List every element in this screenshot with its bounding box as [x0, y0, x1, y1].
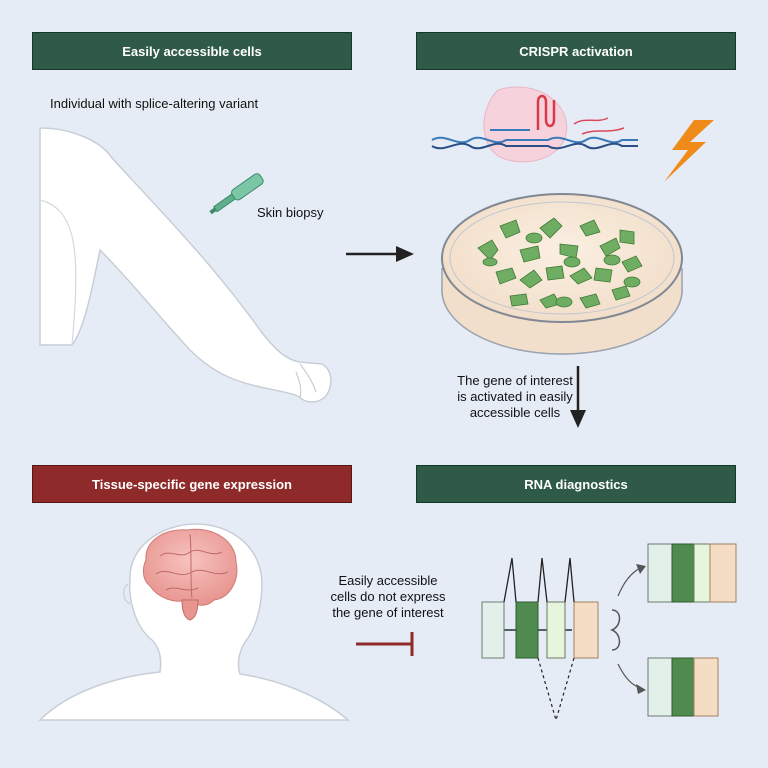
- crispr-dna-illustration: [431, 86, 638, 163]
- banner-crispr-activation: CRISPR activation: [416, 32, 736, 70]
- banner-tissue-specific-expression: Tissue-specific gene expression: [32, 465, 352, 503]
- banner-easily-accessible-cells: Easily accessible cells: [32, 32, 352, 70]
- exon-1: [481, 601, 505, 659]
- arm-illustration: [39, 127, 332, 403]
- inhibition-symbol: [356, 632, 414, 656]
- no-express-line-3: the gene of interest: [332, 605, 444, 620]
- exon-4: [573, 601, 599, 659]
- gene-activated-label: The gene of interest is activated in eas…: [420, 373, 610, 421]
- transcript-full: [647, 543, 737, 603]
- no-express-label: Easily accessible cells do not express t…: [318, 573, 458, 621]
- no-express-line-2: cells do not express: [330, 589, 446, 604]
- banner-rna-diagnostics: RNA diagnostics: [416, 465, 736, 503]
- gene-activated-line-3: accessible cells: [469, 405, 561, 420]
- gene-activated-line-1: The gene of interest: [457, 373, 573, 388]
- no-express-line-1: Easily accessible: [338, 573, 438, 588]
- right-arrow: [346, 246, 414, 262]
- petri-dish: [441, 193, 683, 355]
- exon-3: [546, 601, 566, 659]
- brain-icon: [142, 528, 238, 621]
- skin-biopsy-label: Skin biopsy: [257, 205, 324, 220]
- down-arrow: [570, 366, 586, 428]
- exon-2: [515, 601, 539, 659]
- gene-activated-line-2: is activated in easily: [457, 389, 573, 404]
- exon-diagram: [481, 557, 599, 723]
- individual-label: Individual with splice-altering variant: [50, 96, 259, 111]
- head-illustration: [38, 523, 351, 721]
- biopsy-punch-icon: [209, 173, 264, 215]
- cells: [477, 217, 643, 309]
- lightning-icon: [664, 120, 714, 182]
- transcript-skipped: [647, 657, 719, 717]
- bracket: [609, 564, 646, 694]
